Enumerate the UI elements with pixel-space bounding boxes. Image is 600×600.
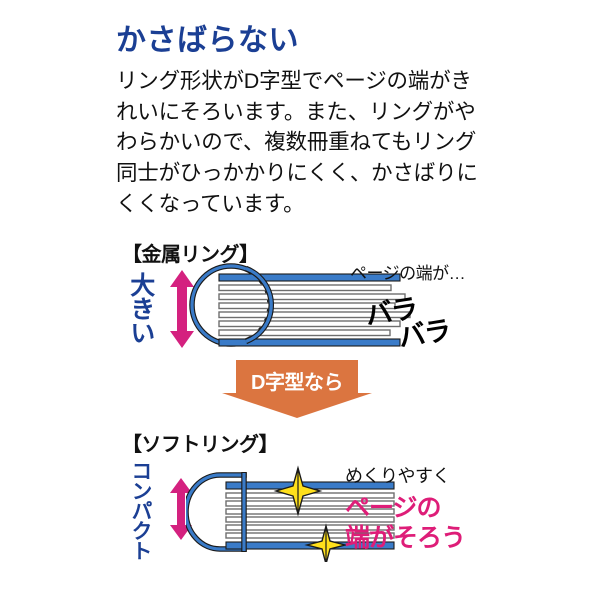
annotation-soft-emphasis-1: ページの — [345, 494, 442, 522]
page-sheet — [225, 500, 395, 507]
page-sheet — [218, 293, 406, 301]
page-sheet — [225, 524, 395, 531]
page-sheet — [225, 516, 395, 523]
double-arrow-vertical-icon — [170, 270, 194, 348]
page-title: かさばらない — [116, 24, 299, 57]
down-arrow-banner-icon — [222, 360, 372, 418]
page-sheet — [225, 508, 395, 515]
cover-top — [218, 273, 401, 282]
soft-ring-diagram — [186, 465, 395, 562]
page-sheet — [218, 302, 396, 310]
page-sheet — [225, 532, 395, 539]
annotation-soft-emphasis-2: 端がそろう — [345, 524, 466, 552]
body-description: リング形状がD字型でページの端がきれいにそろいます。また、リングがやわらかいので… — [116, 69, 478, 216]
section-label-soft-ring: 【ソフトリング】 — [122, 434, 279, 456]
cover-bottom — [218, 338, 401, 347]
metal-ring-diagram — [189, 263, 411, 347]
sparkle-star-icon — [273, 465, 323, 517]
annotation-metal-top: ページの端が… — [350, 264, 466, 283]
sparkle-star-icon — [304, 523, 348, 562]
vertical-caption-large: 大きい — [126, 272, 155, 344]
annotation-soft-top: めくりやすく — [345, 466, 451, 486]
page-sheet — [218, 320, 401, 328]
page-sheet — [218, 284, 392, 292]
page-sheet — [218, 311, 411, 319]
page-sheet — [218, 329, 391, 337]
section-label-metal-ring: 【金属リング】 — [122, 244, 259, 266]
vertical-caption-compact: コンパクト — [128, 460, 152, 560]
ring-front-arc — [245, 267, 273, 343]
d-ring-fill-icon — [186, 473, 246, 551]
annotation-metal-emphasis-2: バラ — [396, 315, 453, 353]
double-arrow-vertical-icon — [170, 478, 192, 540]
down-arrow-banner: D字型なら — [222, 360, 372, 418]
